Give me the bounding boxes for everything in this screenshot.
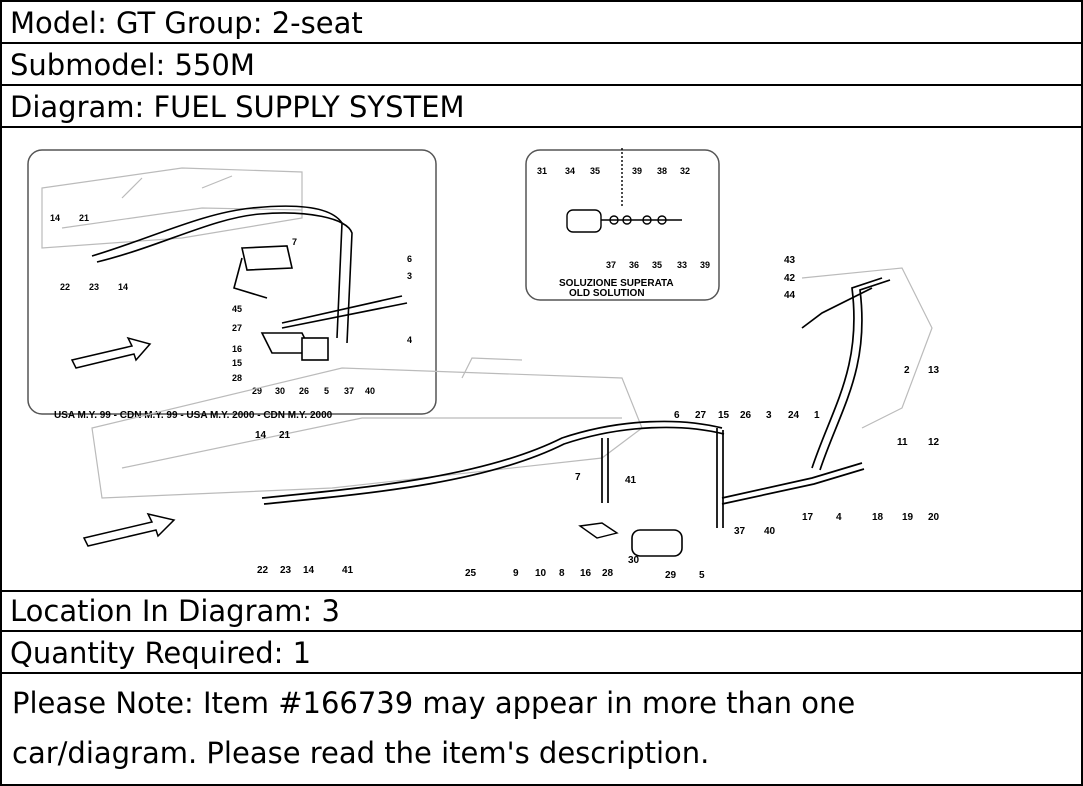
svg-text:28: 28	[602, 568, 614, 579]
arrow-icon-inset	[70, 336, 152, 369]
svg-text:26: 26	[740, 410, 752, 421]
inset-right-caption-1: SOLUZIONE SUPERATA	[559, 278, 674, 289]
svg-text:40: 40	[365, 386, 375, 396]
svg-text:29: 29	[252, 386, 262, 396]
svg-text:22: 22	[60, 282, 70, 292]
svg-text:23: 23	[280, 565, 292, 576]
svg-text:35: 35	[590, 166, 600, 176]
svg-text:11: 11	[897, 437, 908, 448]
note-block: Please Note: Item #166739 may appear in …	[2, 674, 1081, 784]
svg-text:27: 27	[695, 410, 707, 421]
svg-text:7: 7	[292, 237, 297, 247]
svg-text:24: 24	[788, 410, 800, 421]
svg-text:41: 41	[342, 565, 354, 576]
svg-text:3: 3	[766, 410, 772, 421]
svg-text:31: 31	[537, 166, 547, 176]
svg-text:9: 9	[513, 568, 519, 579]
svg-text:2: 2	[904, 365, 910, 376]
tank-sketch-main	[91, 267, 933, 499]
svg-text:30: 30	[628, 555, 640, 566]
svg-text:37: 37	[344, 386, 354, 396]
svg-text:32: 32	[680, 166, 690, 176]
arrow-icon-main	[82, 512, 176, 547]
svg-text:30: 30	[275, 386, 285, 396]
svg-text:14: 14	[118, 282, 128, 292]
svg-text:12: 12	[928, 437, 940, 448]
svg-text:27: 27	[232, 323, 242, 333]
svg-text:40: 40	[764, 526, 776, 537]
svg-text:15: 15	[718, 410, 730, 421]
fuel-supply-diagram: USA M.Y. 99 - CDN M.Y. 99 - USA M.Y. 200…	[2, 128, 1081, 592]
tank-sketch-inset	[41, 167, 303, 249]
diagram-title-row: Diagram: FUEL SUPPLY SYSTEM	[2, 86, 1081, 128]
inset-hoses	[91, 205, 408, 361]
svg-text:14: 14	[50, 213, 60, 223]
svg-text:43: 43	[784, 255, 796, 266]
svg-text:10: 10	[535, 568, 547, 579]
location-row: Location In Diagram: 3	[2, 590, 1081, 632]
svg-text:36: 36	[629, 260, 639, 270]
svg-text:37: 37	[734, 526, 746, 537]
svg-text:33: 33	[677, 260, 687, 270]
svg-text:41: 41	[625, 475, 637, 486]
svg-text:5: 5	[324, 386, 329, 396]
svg-text:45: 45	[232, 304, 242, 314]
svg-text:14: 14	[255, 430, 267, 441]
svg-text:17: 17	[802, 512, 814, 523]
svg-text:1: 1	[814, 410, 820, 421]
svg-text:15: 15	[232, 358, 242, 368]
svg-text:37: 37	[606, 260, 616, 270]
main-hoses	[261, 277, 891, 528]
svg-text:6: 6	[407, 254, 412, 264]
inset-left-caption: USA M.Y. 99 - CDN M.Y. 99 - USA M.Y. 200…	[54, 410, 333, 421]
svg-text:28: 28	[232, 373, 242, 383]
svg-text:18: 18	[872, 512, 884, 523]
svg-text:39: 39	[632, 166, 642, 176]
svg-text:42: 42	[784, 273, 796, 284]
svg-text:3: 3	[407, 271, 412, 281]
svg-text:22: 22	[257, 565, 269, 576]
svg-text:16: 16	[580, 568, 592, 579]
inset-right-callouts: 31 34 35 39 38 32 37 36 35 33 39	[537, 166, 710, 270]
svg-text:39: 39	[700, 260, 710, 270]
svg-text:19: 19	[902, 512, 914, 523]
svg-text:26: 26	[299, 386, 309, 396]
model-row: Model: GT Group: 2-seat	[2, 2, 1081, 44]
svg-text:8: 8	[559, 568, 565, 579]
old-solution-parts	[566, 148, 682, 233]
svg-text:35: 35	[652, 260, 662, 270]
svg-text:38: 38	[657, 166, 667, 176]
quantity-row: Quantity Required: 1	[2, 632, 1081, 674]
svg-text:20: 20	[928, 512, 940, 523]
fuel-filter	[631, 529, 683, 557]
svg-text:5: 5	[699, 570, 705, 581]
bracket-16	[578, 522, 619, 539]
svg-text:34: 34	[565, 166, 575, 176]
svg-text:16: 16	[232, 344, 242, 354]
svg-text:21: 21	[79, 213, 89, 223]
svg-text:7: 7	[575, 472, 581, 483]
svg-text:14: 14	[303, 565, 315, 576]
svg-text:4: 4	[407, 335, 412, 345]
note-line-1: Please Note: Item #166739 may appear in …	[12, 686, 856, 720]
svg-text:13: 13	[928, 365, 940, 376]
diagram-svg: USA M.Y. 99 - CDN M.Y. 99 - USA M.Y. 200…	[27, 148, 940, 581]
svg-text:25: 25	[465, 568, 477, 579]
inset-box-left	[27, 149, 437, 415]
svg-text:23: 23	[89, 282, 99, 292]
svg-text:4: 4	[836, 512, 842, 523]
note-line-2: car/diagram. Please read the item's desc…	[12, 736, 710, 770]
svg-text:21: 21	[279, 430, 291, 441]
svg-text:6: 6	[674, 410, 680, 421]
svg-text:29: 29	[665, 570, 677, 581]
submodel-row: Submodel: 550M	[2, 44, 1081, 86]
inset-right-caption-2: OLD SOLUTION	[569, 288, 645, 299]
inset-left-callouts: 14 21 22 23 14 7 6 3 4 45 27 16 15 28 29 30 26 5 37…	[50, 213, 412, 396]
svg-text:44: 44	[784, 290, 796, 301]
